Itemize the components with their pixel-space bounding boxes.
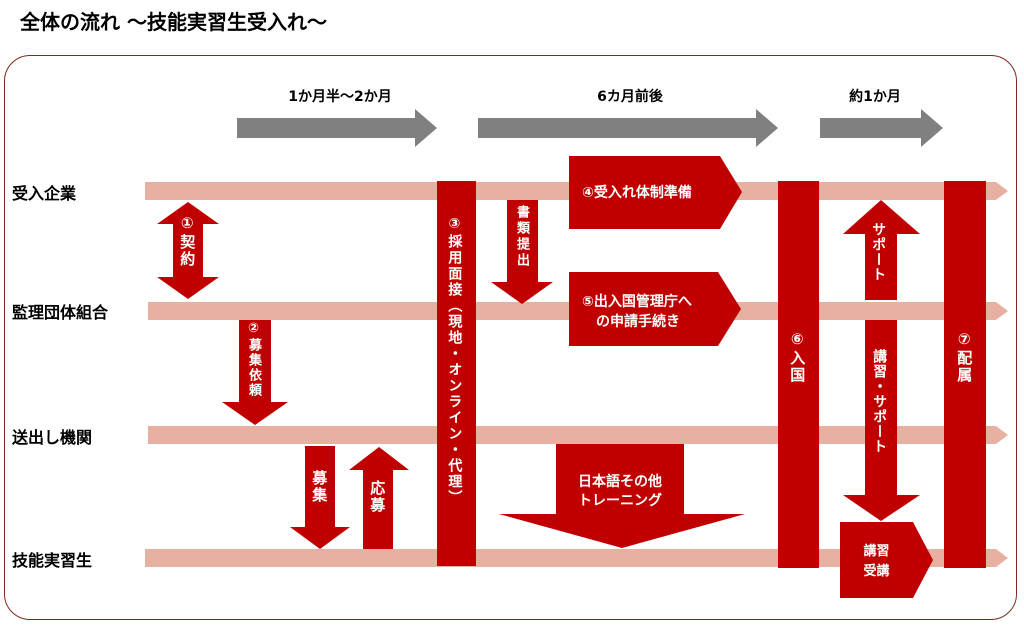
row-label-union: 監理団体組合 bbox=[12, 303, 109, 322]
immigration-label-line2: の申請手続き bbox=[596, 314, 680, 330]
interview-label: ③採用面接（現地・オンライン・代理） bbox=[446, 216, 463, 506]
document-submission-arrow bbox=[491, 200, 553, 304]
period-arrow-1 bbox=[237, 109, 437, 147]
system-prep-box bbox=[569, 156, 742, 229]
row-label-agency: 送出し機関 bbox=[12, 428, 93, 447]
row-label-company: 受入企業 bbox=[12, 184, 77, 203]
period-label-2: 6カ月前後 bbox=[597, 89, 663, 105]
recruitment-arrow bbox=[290, 446, 350, 549]
contract-label: ①契約 bbox=[178, 214, 197, 268]
recruitment-label: 募集 bbox=[310, 470, 329, 504]
entry-column bbox=[778, 181, 819, 568]
period-label-3: 約1か月 bbox=[849, 89, 901, 105]
application-arrow bbox=[349, 447, 409, 549]
period-label-1: 1か月半～2か月 bbox=[288, 89, 392, 105]
document-submission-label: 書類提出 bbox=[513, 205, 529, 269]
lecture-attendance-label-line2: 受講 bbox=[863, 564, 890, 579]
system-prep-label: ④受入れ体制準備 bbox=[582, 185, 692, 201]
recruit-request-label: ②募集依頼 bbox=[245, 321, 261, 398]
entry-label: ⑥入国 bbox=[788, 330, 807, 384]
row-label-trainee: 技能実習生 bbox=[12, 551, 93, 570]
lecture-attendance-label-line1: 講習 bbox=[863, 544, 890, 559]
period-arrow-3 bbox=[820, 109, 943, 147]
contract-double-arrow bbox=[157, 202, 219, 299]
assignment-column bbox=[944, 181, 986, 568]
support-label: サポート bbox=[870, 222, 887, 282]
immigration-box bbox=[569, 272, 741, 346]
immigration-label-line1: ⑤出入国管理庁へ bbox=[582, 294, 692, 310]
support-arrow bbox=[843, 200, 920, 300]
application-label: 応募 bbox=[368, 480, 387, 514]
japanese-training-label-line1: 日本語その他 bbox=[578, 474, 662, 490]
period-arrow-2 bbox=[478, 109, 778, 147]
lecture-support-arrow bbox=[843, 320, 920, 521]
japanese-training-arrow bbox=[499, 444, 745, 548]
assignment-label: ⑦配属 bbox=[955, 330, 974, 384]
diagram-frame bbox=[4, 55, 1017, 620]
recruit-request-arrow bbox=[222, 320, 288, 425]
page-title: 全体の流れ ～技能実習生受入れ～ bbox=[20, 10, 327, 34]
lecture-attendance-box bbox=[840, 522, 933, 598]
japanese-training-label-line2: トレーニング bbox=[578, 493, 662, 509]
lecture-support-label: 講習・サポート bbox=[871, 349, 888, 454]
interview-column bbox=[437, 181, 476, 566]
